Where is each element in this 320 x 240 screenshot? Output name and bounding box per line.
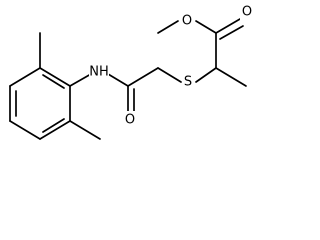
sulfur-label-bg [182, 73, 195, 91]
sulfur-label: S [184, 75, 192, 90]
nh-label-bg [89, 63, 109, 81]
ortho-methyl-bottom-bond [69, 120, 101, 140]
nh-label: NH [89, 65, 109, 80]
molecule-canvas: NH S O O O [9, 3, 255, 140]
ring-bond-c1-c2 [39, 67, 71, 87]
ring-bond-c6-c1 [9, 67, 41, 87]
ester-single-oxygen-bond [195, 20, 217, 34]
ring-inner-bond-1 [42, 74, 65, 89]
ester-carbonyl-oxygen-label: O [242, 5, 252, 20]
ring-to-nh-bond [69, 73, 92, 87]
ring-inner-bond-2 [42, 118, 65, 133]
amide-oxygen-label: O [125, 113, 135, 128]
amide-oxygen-label-bg [123, 111, 138, 129]
methine-methyl-bond [215, 67, 247, 87]
molecule-structure-diagram: NH S O O O [9, 3, 255, 140]
ester-carbonyl-oxygen-label-bg [240, 3, 255, 21]
amide-carbon-to-ch2-bond [127, 67, 159, 87]
sulfur-to-methine-bond [195, 67, 217, 83]
ring-bond-c3-c4 [39, 120, 71, 140]
ester-carbonyl-bond-2 [219, 25, 244, 40]
ester-carbonyl-bond-1 [215, 18, 241, 34]
nh-to-amide-carbon-bond [107, 73, 129, 87]
ring-bond-c4-c5 [9, 120, 41, 140]
ester-oxygen-label-bg [179, 12, 194, 30]
ester-oxygen-label: O [182, 14, 192, 29]
methoxy-methyl-bond [157, 20, 179, 34]
ch2-to-sulfur-bond [157, 67, 182, 83]
